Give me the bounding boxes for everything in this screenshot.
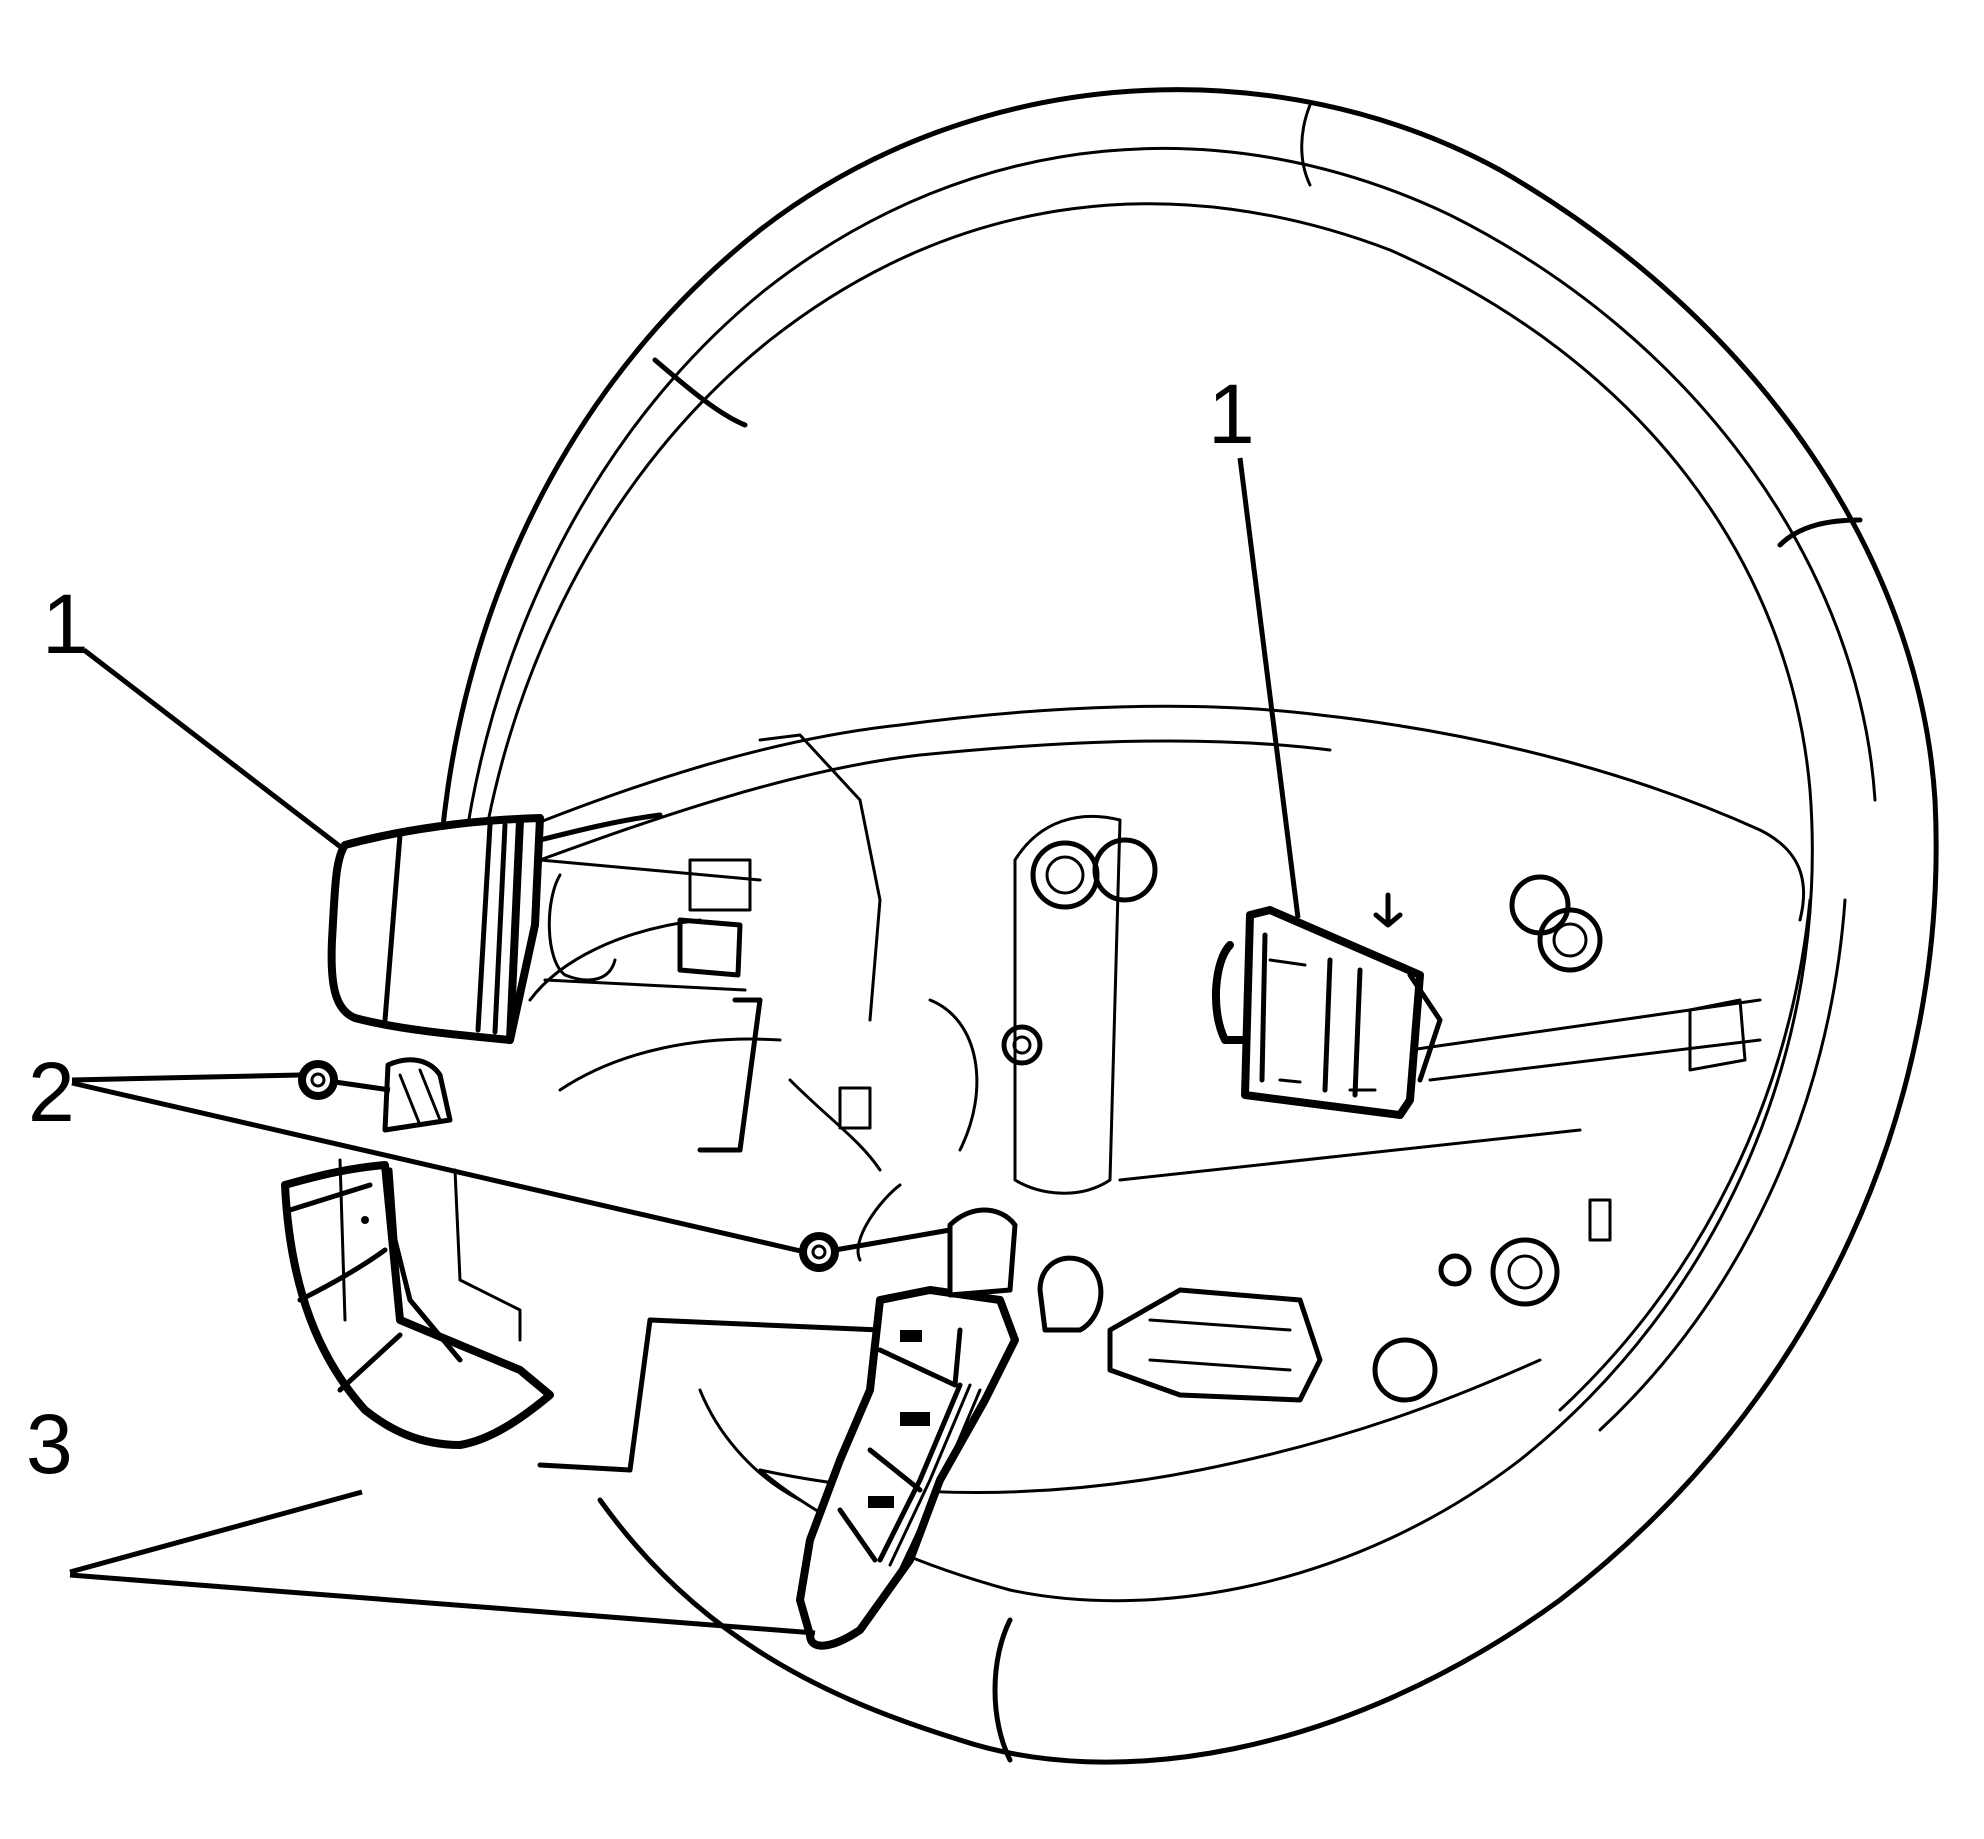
callout-1-left: 1 [42,577,89,671]
right-control-switch [1212,892,1443,1119]
retaining-screws [298,1060,839,1272]
leader-lines [69,457,1301,1636]
callout-3: 3 [26,1397,73,1491]
left-lower-switch-cover [281,1057,554,1449]
steering-wheel-hub [518,704,1806,1502]
left-control-switch [327,814,762,1044]
steering-wheel-rim [435,87,1939,1765]
callout-2: 2 [28,1045,75,1139]
right-lower-switch-cover [796,1207,1104,1650]
callout-1-right: 1 [1208,367,1255,461]
